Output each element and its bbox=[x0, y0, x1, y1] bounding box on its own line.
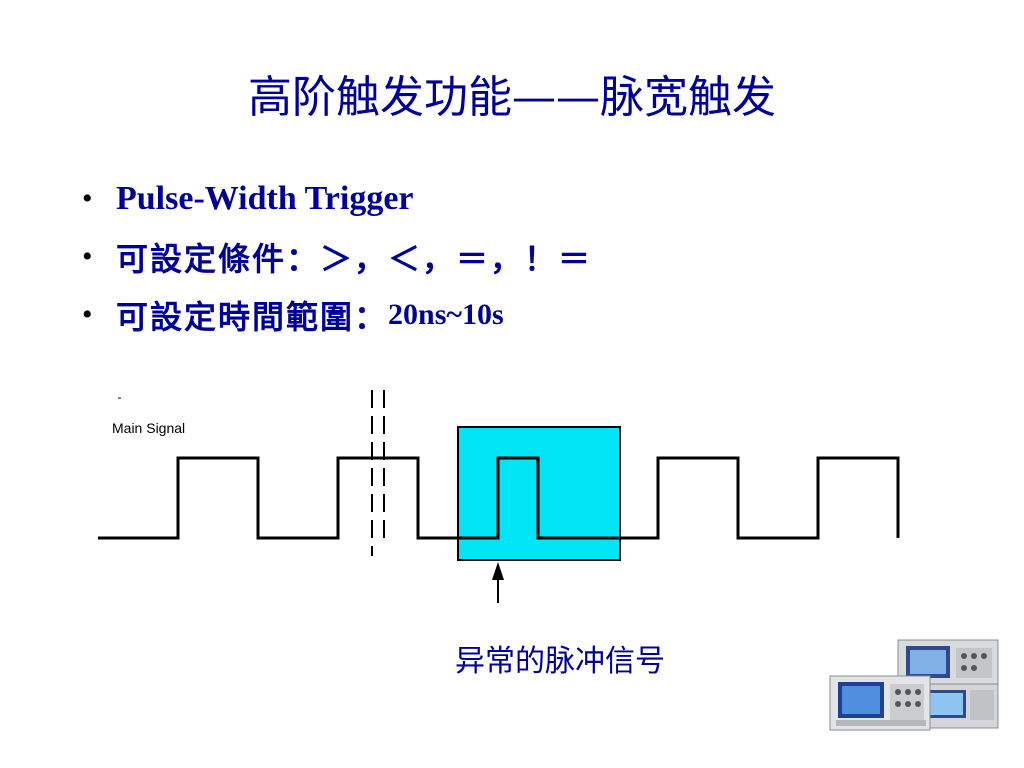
bullet-dot: • bbox=[82, 298, 93, 331]
bullet-dot: • bbox=[82, 182, 93, 215]
main-signal-wave bbox=[98, 456, 900, 540]
bullet-text: Pulse-Width Trigger bbox=[116, 180, 414, 217]
slide-title: 高阶触发功能——脉宽触发 bbox=[248, 72, 776, 123]
bullet-text-value: 20ns~10s bbox=[388, 298, 504, 331]
bullet-text-prefix: 可設定時間範圍： bbox=[116, 298, 389, 336]
bullet-item-2: • 可設定條件：＞，＜，＝，！＝ bbox=[82, 228, 592, 286]
pointer-arrow-head bbox=[492, 562, 504, 580]
abnormal-pulse-caption: 异常的脉冲信号 bbox=[455, 644, 665, 679]
bullet-text: 可設定條件：＞，＜，＝，！＝ bbox=[116, 240, 593, 278]
bullet-dot: • bbox=[82, 240, 93, 273]
bullet-item-1: • Pulse-Width Trigger bbox=[82, 170, 592, 228]
main-signal-label: Main Signal bbox=[112, 420, 186, 436]
bullet-list: • Pulse-Width Trigger • 可設定條件：＞，＜，＝，！＝ •… bbox=[82, 170, 592, 344]
bullet-item-3: • 可設定時間範圍：20ns~10s bbox=[82, 286, 592, 344]
